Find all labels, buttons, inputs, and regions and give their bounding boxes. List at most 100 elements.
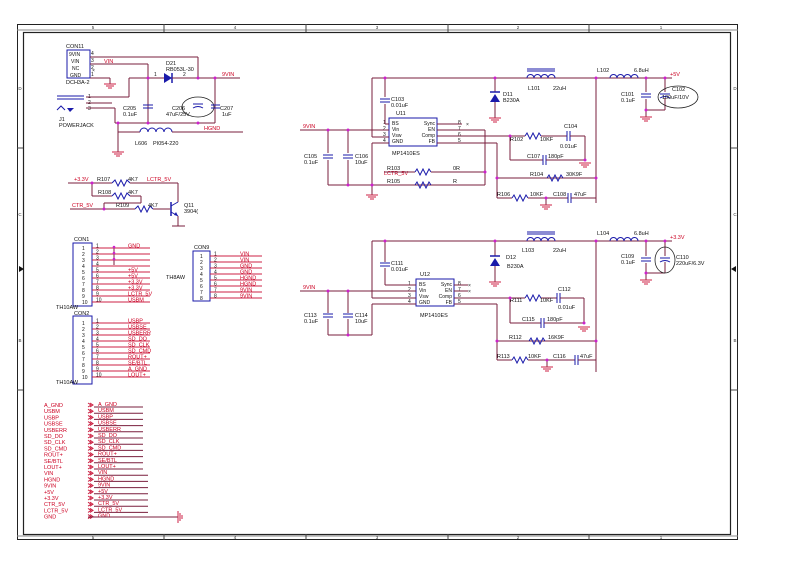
row-label: D: [733, 86, 737, 91]
net-label: HGND: [240, 276, 256, 282]
r109-value: 4K7: [148, 203, 158, 209]
r112-value: 16K9F: [548, 335, 565, 341]
net-label: SD_CLK: [128, 343, 150, 349]
pin-num: 6: [200, 284, 203, 290]
pin-num: 10: [82, 375, 88, 381]
r112-ref: R112: [509, 335, 522, 341]
net-port-label: USBERR: [44, 428, 67, 434]
row-label: C: [18, 212, 22, 217]
net-port-label: ROUT+: [98, 452, 117, 458]
pin-num: 5: [200, 278, 203, 284]
pin-name: Vsw: [392, 133, 402, 139]
pin-name: Vsw: [419, 294, 429, 300]
net-port-label: 9VIN: [44, 484, 56, 490]
d11-ref: D11: [503, 92, 513, 98]
c109-value: 0.1uF: [621, 260, 636, 266]
pin-num: 5: [458, 299, 461, 305]
net-port-label: HGND: [98, 476, 114, 482]
pin-num: 1: [200, 254, 203, 260]
c103-value: 0.01uF: [391, 103, 409, 109]
pin-num: 6: [82, 351, 85, 357]
net-port: LOUT+LOUT+: [44, 464, 143, 471]
net-label: 9VIN: [240, 288, 252, 294]
pin-name: Sync: [424, 121, 436, 127]
r107-ref: R107: [97, 177, 110, 183]
net-label: GND: [128, 244, 140, 250]
pin-num: 2: [82, 252, 85, 258]
pin-num: 3: [200, 266, 203, 272]
col-label: 1: [660, 535, 663, 540]
pin-num: 4: [82, 339, 85, 345]
r103-value: 0R: [453, 166, 460, 172]
col-label: 2: [517, 25, 520, 30]
net-port-label: USBM: [98, 408, 114, 414]
pin-num: 4: [91, 51, 94, 57]
net-port-label: LCTR_5V: [44, 508, 68, 514]
c108-value: 47uF: [574, 192, 587, 198]
c103-ref: C103: [391, 97, 404, 103]
pin-name: BS: [419, 282, 426, 288]
pin-name: EN: [428, 127, 435, 133]
net-label: A_GND: [128, 367, 147, 373]
pin-num: 5: [96, 343, 99, 349]
pin-num: 7: [96, 355, 99, 361]
pin-num: 8: [96, 286, 99, 292]
net-port-label: USBSE: [44, 422, 63, 428]
pin-num: 2: [183, 72, 186, 78]
pin-name: EN: [445, 288, 452, 294]
net-port: +5V+5V: [44, 489, 148, 496]
c112-ref: C112: [558, 287, 571, 293]
svg-text:×: ×: [466, 122, 469, 128]
net-label: LCTR_5V: [128, 292, 152, 298]
net-port-label: SD_DO: [98, 433, 118, 439]
c207-value: 1uF: [222, 112, 232, 118]
r111-value: 10KF: [540, 298, 554, 304]
net-port-label: SE/BTL: [98, 458, 117, 464]
r107-value: 4K7: [128, 177, 138, 183]
pin-num: 1: [96, 319, 99, 325]
c115-ref: C115: [522, 317, 535, 323]
net-port-label: SD_CMD: [98, 445, 121, 451]
pin-num: 7: [458, 287, 461, 293]
drawing-frame: 5 4 3 2 1 5 4 3 2 1 D C B D C B: [17, 24, 738, 540]
pin-num: 3: [214, 264, 217, 270]
net-label: VIN: [240, 252, 249, 258]
net-label: GND: [240, 264, 252, 270]
pin-num: 7: [200, 290, 203, 296]
c207-ref: C207: [220, 106, 233, 112]
c102-value: 100uF/10V: [662, 95, 689, 101]
pin-num: 1: [82, 246, 85, 252]
pin-num: 4: [408, 299, 411, 305]
pin-num: 2: [82, 327, 85, 333]
net-label: +5V: [128, 274, 138, 280]
net-label: 9VIN: [240, 294, 252, 300]
pin-num: 3: [96, 331, 99, 337]
pin-num: 2: [408, 287, 411, 293]
net-3v3: +3.3V: [74, 177, 89, 183]
r108-ref: R108: [98, 190, 111, 196]
pin-num: 9: [96, 292, 99, 298]
r102-ref: R102: [510, 137, 523, 143]
pin-num: 6: [458, 293, 461, 299]
pin-num: 4: [96, 262, 99, 268]
pin-num: 5: [214, 276, 217, 282]
net-port-label: VIN: [98, 470, 107, 476]
r111-ref: R111: [510, 298, 522, 304]
